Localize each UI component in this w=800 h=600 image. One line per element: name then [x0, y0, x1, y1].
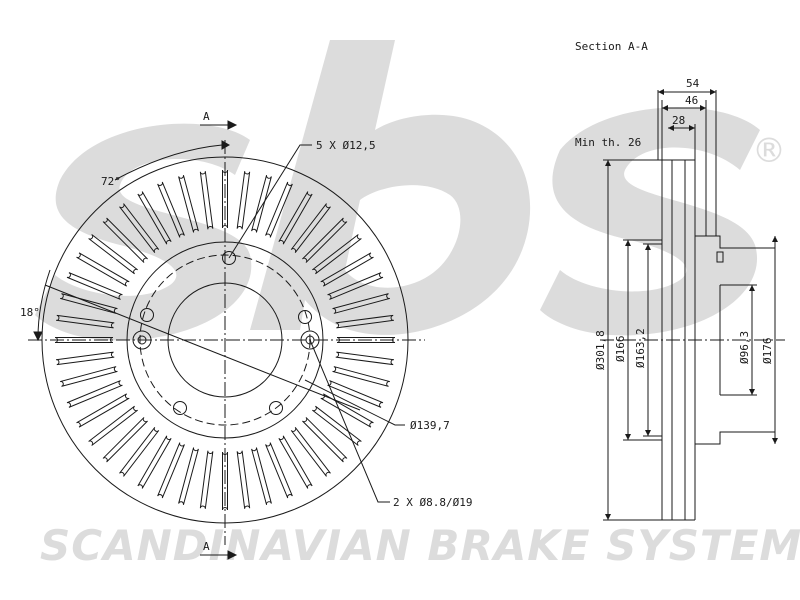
cooling-fin [137, 191, 172, 245]
cooling-fin [320, 252, 374, 287]
cooling-fin [88, 234, 138, 275]
bolt-hole [298, 310, 312, 324]
pin-hole-section [716, 251, 724, 263]
bolt-hole [140, 308, 154, 322]
cooling-fin [302, 217, 348, 263]
cooling-fin [327, 380, 384, 408]
watermark-company-name: SCANDINAVIAN BRAKE SYSTEMS [40, 521, 800, 570]
cooling-fin [335, 351, 394, 366]
cooling-fin [336, 337, 396, 343]
dia-163-label: Ø163,2 [634, 328, 647, 368]
cooling-fin [199, 171, 214, 230]
cooling-fin [102, 417, 148, 463]
leader-bolt-holes [228, 144, 312, 259]
cooling-fin [119, 203, 160, 253]
watermark-registered: ® [752, 131, 786, 171]
cooling-fin [56, 314, 115, 329]
cooling-fin [119, 427, 160, 477]
min-thickness-label: Min th. 26 [575, 136, 641, 149]
cooling-fin [251, 175, 272, 233]
cooling-fin [178, 447, 199, 505]
cooling-fin [157, 442, 185, 499]
cooling-fin [54, 337, 114, 343]
cooling-fin [290, 203, 331, 253]
cooling-fin [265, 181, 293, 238]
section-view [600, 90, 785, 521]
pin-holes-label: 2 X Ø8.8/Ø19 [393, 496, 472, 509]
cooling-fin [76, 393, 130, 428]
section-marker-label-bottom: A [203, 540, 210, 553]
cooling-fin [278, 435, 313, 489]
section-marker-arrow-bottom [227, 550, 238, 560]
watermark-s-left [35, 123, 252, 341]
hat-outline-bottom [695, 431, 775, 445]
cooling-fin [290, 427, 331, 477]
width-total-label: 54 [686, 77, 700, 90]
cooling-fin [332, 293, 390, 314]
dia-166-label: Ø166 [614, 336, 627, 363]
section-marker-arrow-top [227, 120, 238, 130]
watermark-s-right [540, 107, 760, 336]
cooling-fin [222, 451, 228, 511]
width-inner-label: 28 [672, 114, 685, 127]
cooling-fin [302, 417, 348, 463]
bolt-hole [173, 401, 187, 415]
pcd-label: Ø139,7 [410, 419, 450, 432]
cooling-fin [60, 293, 118, 314]
cooling-fin [320, 393, 374, 428]
section-title: Section A-A [575, 40, 648, 53]
diagonal-reference-line [44, 284, 361, 411]
cooling-fin [66, 380, 123, 408]
cooling-fin [56, 351, 115, 366]
cooling-fin [236, 450, 251, 509]
watermark-b [250, 40, 531, 335]
angle-arc-72 [114, 144, 223, 181]
cooling-fin [102, 217, 148, 263]
cooling-fin [137, 435, 172, 489]
angle-label-18: 18° [20, 306, 40, 319]
cooling-fin [265, 442, 293, 499]
cooling-fin [332, 366, 390, 387]
cooling-fin [312, 405, 362, 446]
cooling-fin [312, 234, 362, 275]
leader-pin-holes [309, 339, 390, 503]
section-arrowheads [605, 89, 778, 520]
angle-arc-72-arrowhead [221, 140, 231, 150]
dia-176-label: Ø176 [761, 338, 774, 365]
cooling-fin [222, 169, 228, 229]
bolt-holes-label: 5 X Ø12,5 [316, 139, 376, 152]
cooling-fin [251, 447, 272, 505]
dia-outer-label: Ø301,8 [594, 330, 607, 370]
section-marker-label-top: A [203, 110, 210, 123]
cooling-fin [278, 191, 313, 245]
cooling-fin [236, 171, 251, 230]
cooling-fin [335, 314, 394, 329]
hat-outline-top [695, 235, 775, 249]
cooling-fin [178, 175, 199, 233]
cooling-fin [60, 366, 118, 387]
bolt-hole [222, 251, 236, 265]
width-mid-label: 46 [685, 94, 698, 107]
bolt-hole [269, 401, 283, 415]
watermark: ® SCANDINAVIAN BRAKE SYSTEMS [35, 40, 800, 570]
front-view [28, 120, 425, 560]
dia-centre-bore-label: Ø96,3 [738, 331, 751, 364]
leader-pcd [304, 379, 405, 426]
cooling-fin [66, 272, 123, 300]
angle-label-72: 72° [101, 175, 121, 188]
angle-arc-18-arrowhead [33, 331, 43, 342]
cooling-fins [54, 169, 396, 511]
cooling-fin [199, 450, 214, 509]
